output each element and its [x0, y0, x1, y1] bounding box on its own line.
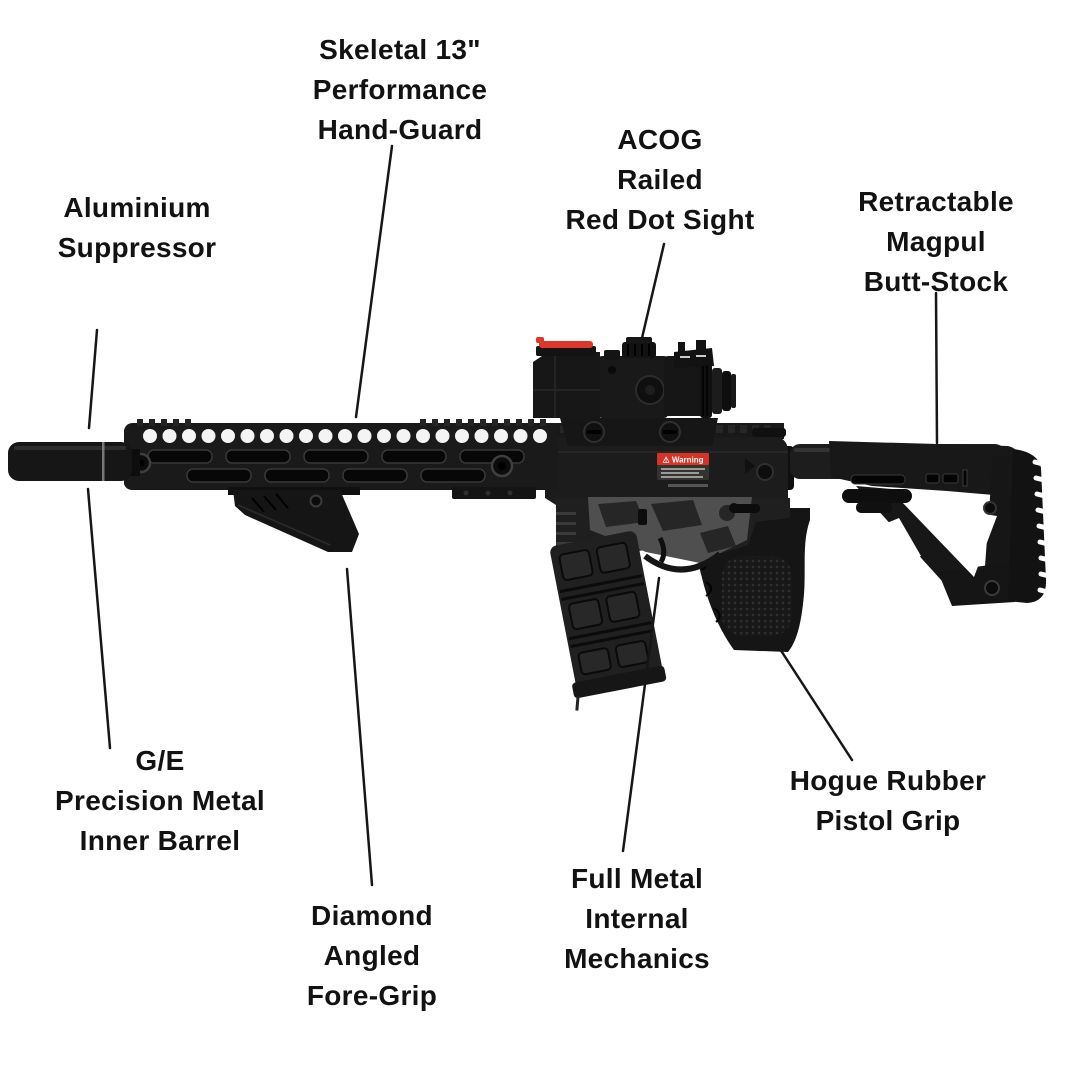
- leader-lines: [86, 144, 939, 887]
- suppressor-part: [8, 442, 140, 481]
- foregrip-part: [233, 490, 359, 552]
- magazine-part: [550, 531, 667, 711]
- forward-assist: [756, 463, 774, 481]
- handguard-part: [124, 419, 558, 499]
- leader-handguard: [354, 144, 394, 419]
- buttpad-serrations: [1032, 459, 1060, 597]
- callout-label-sight: ACOG Railed Red Dot Sight: [565, 124, 755, 235]
- turret-cap: [622, 342, 656, 358]
- warning-fine-print: [661, 468, 705, 478]
- trigger-guard: [643, 551, 722, 573]
- leader-sight: [640, 242, 666, 340]
- leader-foregrip: [345, 567, 374, 887]
- callout-label-buttstock: Retractable Magpul Butt-Stock: [858, 186, 1014, 297]
- warning-sticker: ⚠ Warning: [657, 453, 709, 487]
- leader-buttstock: [934, 291, 939, 445]
- callout-label-handguard: Skeletal 13" Performance Hand-Guard: [312, 34, 488, 145]
- leader-mechanics: [621, 576, 661, 853]
- trigger: [657, 536, 667, 564]
- handguard-rail-ticks: [137, 419, 546, 426]
- receiver-rollmark: [668, 484, 708, 487]
- callout-label-foregrip: Diamond Angled Fore-Grip: [306, 900, 438, 1011]
- rear-backup-sight: [674, 340, 714, 368]
- fiber-optic-strip: [539, 341, 593, 348]
- callout-label-suppressor: Aluminium Suppressor: [57, 192, 217, 263]
- warning-sticker-title: ⚠ Warning: [662, 456, 703, 465]
- magwell-ribs: [556, 512, 576, 545]
- leader-suppressor: [87, 328, 99, 430]
- eyepiece: [700, 364, 736, 418]
- mlok-slots: [147, 449, 525, 483]
- leader-pistol-grip: [778, 647, 854, 762]
- callout-label-mechanics: Full Metal Internal Mechanics: [564, 863, 710, 974]
- leader-inner-barrel: [86, 487, 112, 750]
- mag-release: [638, 509, 647, 525]
- red-dot-sight-part: [533, 337, 736, 446]
- callout-label-pistol-grip: Hogue Rubber Pistol Grip: [789, 765, 987, 836]
- handguard-holes: [143, 429, 547, 443]
- callout-label-inner-barrel: G/E Precision Metal Inner Barrel: [55, 745, 265, 856]
- buttstock-part: [770, 441, 1060, 606]
